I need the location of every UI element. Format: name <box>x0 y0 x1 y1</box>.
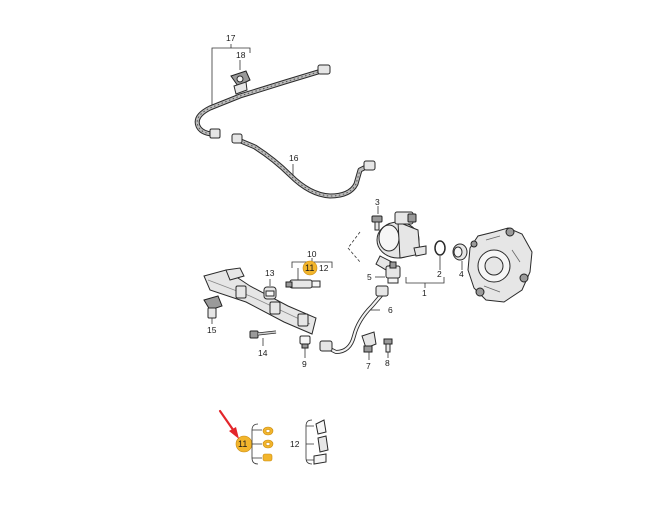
part-1-high-pressure-pump[interactable] <box>347 211 445 288</box>
part-15-pressure-sensor[interactable] <box>203 295 223 324</box>
part-10-injector[interactable] <box>285 258 333 289</box>
part-14-bolt[interactable] <box>249 330 277 346</box>
part-16-fuel-hose[interactable] <box>231 133 376 199</box>
label-1: 1 <box>422 288 427 298</box>
part-4-roller-tappet[interactable] <box>452 243 468 270</box>
label-6: 6 <box>388 305 393 315</box>
label-detail-11: 11 <box>238 439 247 449</box>
part-8-bolt[interactable] <box>383 338 393 358</box>
part-11-highlight-badge[interactable] <box>302 260 318 276</box>
part-3-bolt[interactable] <box>371 206 383 231</box>
label-4: 4 <box>459 269 464 279</box>
part-6-high-pressure-pipe[interactable] <box>319 285 389 354</box>
label-11: 11 <box>305 263 314 273</box>
label-5: 5 <box>367 272 372 282</box>
part-13-damper[interactable] <box>263 279 277 300</box>
part-9-rail-plug[interactable] <box>299 335 311 358</box>
camshaft-housing <box>467 227 533 303</box>
label-8: 8 <box>385 358 390 368</box>
label-16: 16 <box>289 153 299 163</box>
label-14: 14 <box>258 348 268 358</box>
part-5-pipe-union[interactable] <box>375 261 401 284</box>
label-9: 9 <box>302 359 307 369</box>
fuel-rail[interactable] <box>203 267 317 335</box>
part-7-fitting[interactable] <box>361 331 377 360</box>
detail-11-seal-kit[interactable] <box>235 423 274 465</box>
detail-12-support-kit[interactable] <box>305 419 329 465</box>
label-13: 13 <box>265 268 275 278</box>
label-10: 10 <box>307 249 317 259</box>
label-3: 3 <box>375 197 380 207</box>
red-pointer-arrow <box>218 409 239 439</box>
label-7: 7 <box>366 361 371 371</box>
label-18: 18 <box>236 50 246 60</box>
part-2-o-ring[interactable] <box>434 240 446 270</box>
label-2: 2 <box>437 269 442 279</box>
part-17-hose-assembly[interactable] <box>194 44 331 139</box>
part-18-hose-clip[interactable] <box>230 60 251 95</box>
label-15: 15 <box>207 325 217 335</box>
label-17: 17 <box>226 33 236 43</box>
label-12: 12 <box>319 263 329 273</box>
label-detail-12: 12 <box>290 439 300 449</box>
